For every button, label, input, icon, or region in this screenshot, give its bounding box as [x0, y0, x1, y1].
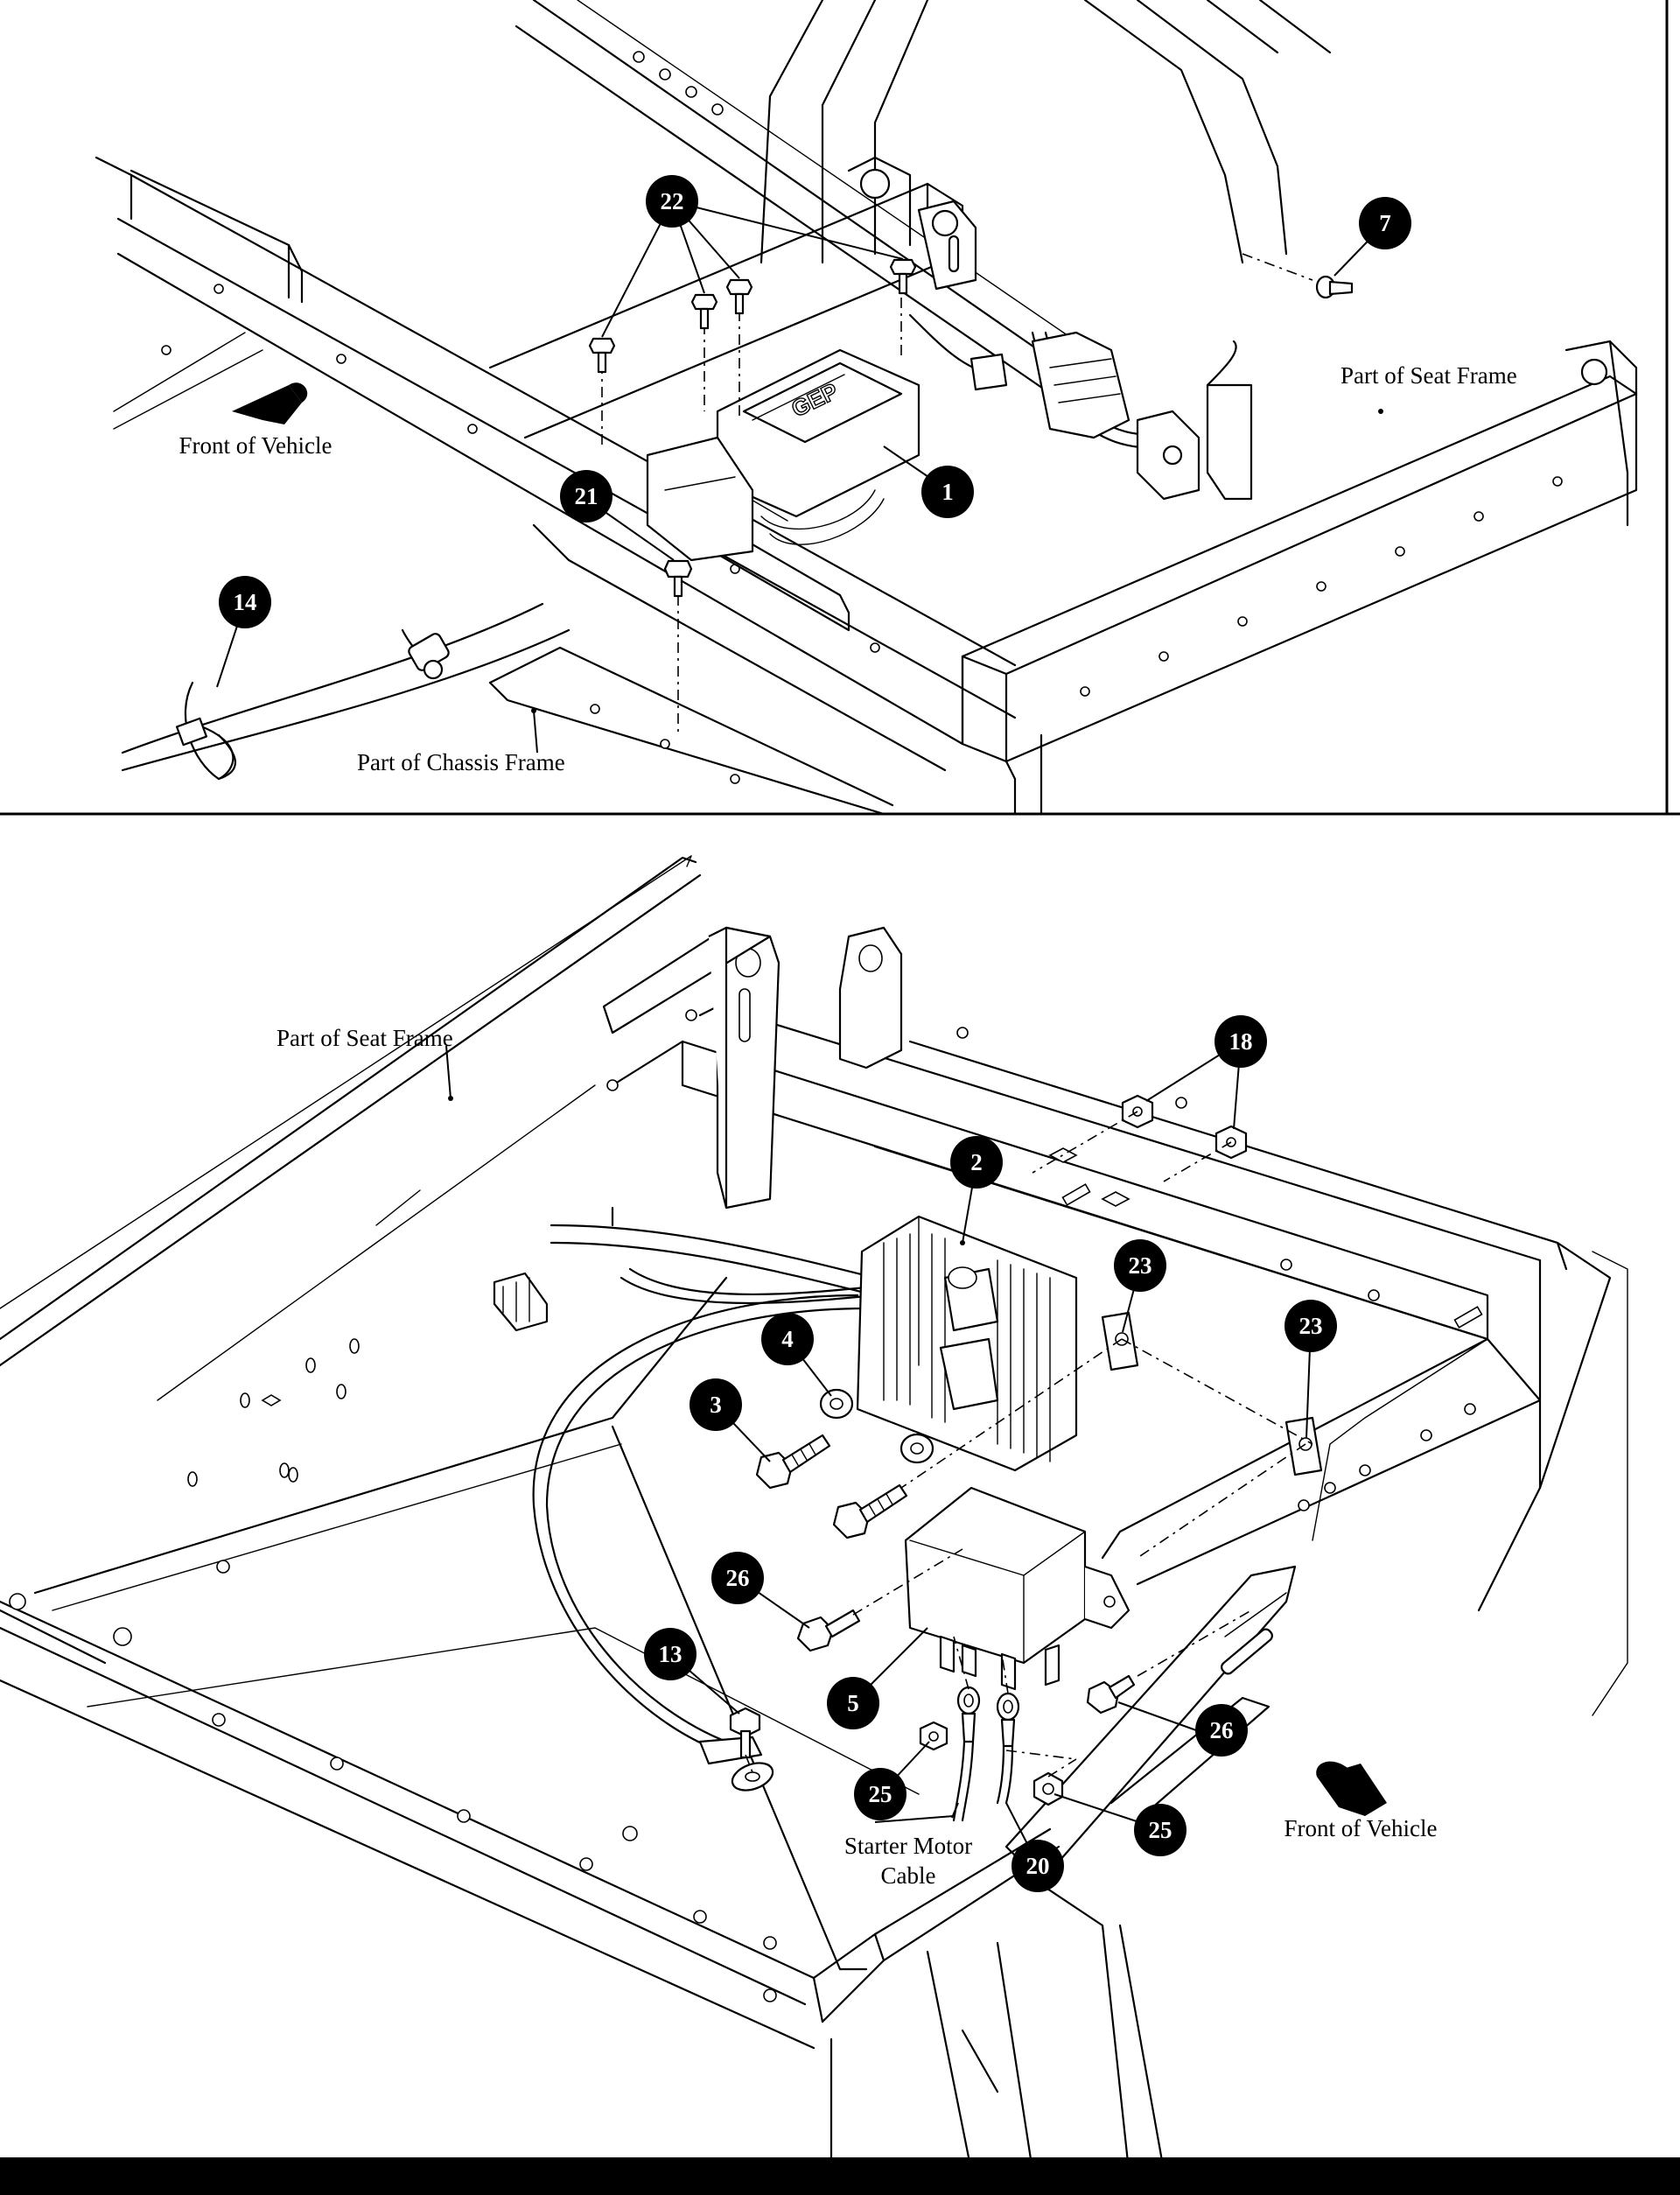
washer-4b: [900, 1433, 934, 1464]
bolt-26b: [1086, 1674, 1136, 1715]
callout-20: 20: [1012, 1840, 1064, 1892]
callout-20-label: 20: [1026, 1853, 1050, 1879]
callout-7: 7: [1359, 197, 1411, 249]
bolt-21: [663, 559, 693, 598]
bolt-13: [729, 1707, 761, 1759]
callout-23a-label: 23: [1129, 1252, 1152, 1279]
electronic-control-module: GEP: [646, 348, 920, 562]
callout-26a: 26: [711, 1552, 764, 1604]
starter-solenoid: [904, 1486, 1130, 1691]
callout-23b-label: 23: [1299, 1313, 1323, 1339]
mount-bracket-right: [1206, 383, 1253, 501]
voltage-regulator: [856, 1215, 1078, 1472]
callout-21: 21: [560, 470, 612, 522]
callout-2-label: 2: [970, 1149, 983, 1175]
callout-7-label: 7: [1379, 210, 1391, 236]
bottom-black-bar: [0, 2157, 1680, 2195]
callout-14: 14: [219, 576, 271, 628]
bolt-26a: [796, 1609, 861, 1652]
starter-motor-cable-terminal: [952, 1686, 981, 1822]
bottom-panel: 18 2 23 23 4 3 26 13 5 26 25 25 20 Part …: [0, 855, 1628, 2172]
assembly-dash-lines-top: [601, 253, 1313, 735]
chassis-rail: [94, 156, 1017, 816]
callout-21-label: 21: [575, 483, 598, 509]
seat-frame-lower: [0, 856, 1060, 2172]
callout-26b: 26: [1195, 1704, 1248, 1757]
top-panel: GEP: [0, 0, 1680, 816]
callout-4: 4: [761, 1313, 814, 1365]
nut-25a: [919, 1721, 948, 1751]
label-part-of-seat-frame-bottom: Part of Seat Frame: [276, 1025, 453, 1051]
callout-13-label: 13: [659, 1641, 682, 1667]
callout-25b-label: 25: [1149, 1817, 1172, 1843]
callout-13: 13: [644, 1628, 696, 1680]
front-arrow-bottom: [1316, 1761, 1387, 1816]
callout-2: 2: [950, 1136, 1003, 1189]
callout-3-label: 3: [710, 1392, 722, 1418]
seat-frame-cross-member: [961, 340, 1638, 816]
ground-cable-terminal-20: [996, 1692, 1020, 1805]
screw-3b: [832, 1483, 908, 1539]
callout-18: 18: [1214, 1015, 1267, 1068]
rear-crossbar: [488, 156, 977, 439]
callout-22-label: 22: [661, 188, 684, 214]
callout-26b-label: 26: [1210, 1717, 1234, 1743]
callout-1-label: 1: [942, 479, 954, 505]
washer-4a: [819, 1388, 854, 1420]
spacer-plate-23b: [1284, 1416, 1323, 1476]
rear-cross-member: [602, 926, 1628, 2172]
leaders-bottom: [445, 1041, 1312, 1865]
callout-3: 3: [690, 1378, 742, 1431]
callout-26a-label: 26: [726, 1565, 750, 1591]
callout-25a: 25: [854, 1768, 906, 1820]
callout-18-label: 18: [1229, 1028, 1253, 1055]
seat-frame-upper: [514, 0, 1332, 413]
callout-23a: 23: [1114, 1239, 1166, 1292]
front-arrow-top: [232, 382, 308, 424]
callout-1: 1: [921, 466, 974, 518]
bolt-set-22: [588, 258, 917, 374]
assembly-dash-lines-bottom: [745, 1111, 1313, 1778]
seat-frame-left-edge: [0, 855, 692, 1309]
wire-harness-bottom: [532, 1206, 877, 1792]
spacer-plate-23a: [1101, 1311, 1139, 1371]
label-starter-motor-cable-line1: Starter Motor: [844, 1833, 972, 1859]
nut-25b: [1032, 1771, 1064, 1806]
clip-7: [1315, 275, 1354, 299]
screw-3a: [755, 1434, 831, 1490]
callout-22: 22: [646, 175, 698, 228]
label-front-of-vehicle-top: Front of Vehicle: [179, 432, 332, 459]
connector-plug: [493, 1272, 549, 1332]
callout-14-label: 14: [234, 589, 257, 615]
callout-25b: 25: [1134, 1804, 1186, 1856]
callout-5-label: 5: [847, 1690, 859, 1716]
label-part-of-seat-frame-top: Part of Seat Frame: [1340, 362, 1517, 389]
label-front-of-vehicle-bottom: Front of Vehicle: [1284, 1815, 1438, 1841]
callout-5: 5: [827, 1677, 879, 1729]
label-part-of-chassis-frame: Part of Chassis Frame: [357, 749, 565, 775]
callout-4-label: 4: [781, 1326, 794, 1352]
callout-23b: 23: [1284, 1300, 1337, 1352]
wire-harness-top: [908, 313, 1244, 501]
label-starter-motor-cable-line2: Cable: [881, 1862, 936, 1889]
callout-25a-label: 25: [869, 1781, 892, 1807]
cable-harness-left: [121, 602, 570, 781]
